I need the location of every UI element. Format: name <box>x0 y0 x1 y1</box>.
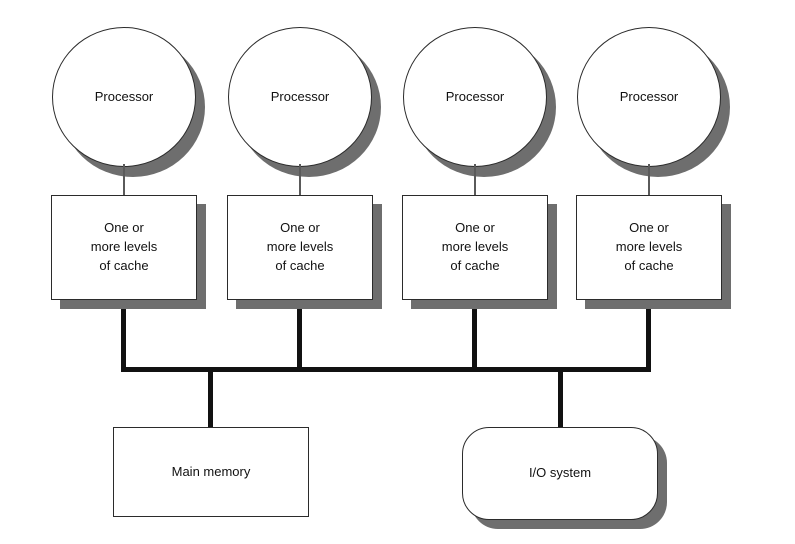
io-system-node: I/O system <box>462 427 658 520</box>
cache-bus-line <box>297 300 302 372</box>
cache-node: One or more levels of cache <box>402 195 548 300</box>
io-system-label: I/O system <box>528 465 592 481</box>
processor-node: Processor <box>577 27 721 167</box>
processor-node: Processor <box>403 27 547 167</box>
main-memory-bus-line <box>208 370 213 427</box>
processor-label: Processor <box>94 88 154 104</box>
cache-node: One or more levels of cache <box>576 195 722 300</box>
processor-cache-connector <box>648 164 650 195</box>
main-memory-label: Main memory <box>171 463 251 479</box>
processor-label: Processor <box>619 88 679 104</box>
cache-label: One or more levels of cache <box>441 220 509 273</box>
cache-label: One or more levels of cache <box>266 220 334 273</box>
cache-bus-line <box>472 300 477 372</box>
processor-node: Processor <box>52 27 196 167</box>
cache-node: One or more levels of cache <box>51 195 197 300</box>
shared-bus-line <box>121 367 651 372</box>
cache-label: One or more levels of cache <box>615 220 683 273</box>
processor-cache-connector <box>123 164 125 195</box>
processor-label: Processor <box>445 88 505 104</box>
processor-node: Processor <box>228 27 372 167</box>
cache-label: One or more levels of cache <box>90 220 158 273</box>
processor-label: Processor <box>270 88 330 104</box>
cache-bus-line <box>646 300 651 372</box>
io-system-bus-line <box>558 370 563 427</box>
cache-bus-line <box>121 300 126 372</box>
processor-cache-connector <box>299 164 301 195</box>
cache-node: One or more levels of cache <box>227 195 373 300</box>
processor-cache-connector <box>474 164 476 195</box>
main-memory-node: Main memory <box>113 427 309 517</box>
